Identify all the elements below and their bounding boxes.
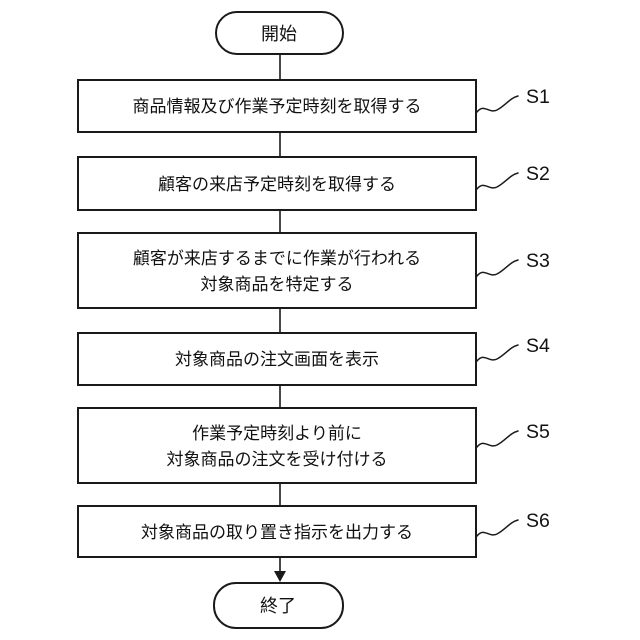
step-box-s5-text-line2: 対象商品の注文を受け付ける <box>167 450 388 469</box>
start-node-label: 開始 <box>261 24 297 44</box>
step-box-s3: 顧客が来店するまでに作業が行われる 対象商品を特定する S3 <box>77 232 550 309</box>
step-box-s2-text: 顧客の来店予定時刻を取得する <box>158 175 396 194</box>
step-box-s5-text-line1: 作業予定時刻より前に <box>192 424 362 443</box>
step-box-s2-shape <box>77 156 477 211</box>
step-s4-leader-squiggle <box>476 344 519 362</box>
step-s5-label: S5 <box>526 421 550 443</box>
step-s2-label: S2 <box>526 163 550 185</box>
end-node-label: 終了 <box>260 596 296 616</box>
step-box-s3-text-line2: 対象商品を特定する <box>201 275 354 294</box>
step-s1-leader-squiggle <box>476 95 519 113</box>
start-node-shape <box>215 11 344 55</box>
step-s6-label: S6 <box>526 510 550 532</box>
step-s6-leader-squiggle <box>476 519 519 537</box>
step-box-s6: 対象商品の取り置き指示を出力する S6 <box>77 505 550 558</box>
step-s3-label: S3 <box>526 250 550 272</box>
step-s5-leader-squiggle <box>476 430 519 448</box>
step-s2-leader-squiggle <box>476 172 519 190</box>
step-box-s3-shape <box>77 232 477 309</box>
step-box-s1-shape <box>77 79 477 133</box>
step-s1-label: S1 <box>526 86 550 108</box>
end-node: 終了 <box>213 582 344 629</box>
step-box-s4: 対象商品の注文画面を表示 S4 <box>77 332 550 386</box>
arrowhead-icon <box>274 571 286 582</box>
step-box-s1: 商品情報及び作業予定時刻を取得する S1 <box>77 79 550 133</box>
step-box-s4-text: 対象商品の注文画面を表示 <box>175 350 379 369</box>
start-node: 開始 <box>215 11 344 55</box>
flow-connectors <box>274 54 286 582</box>
end-node-shape <box>213 582 344 629</box>
step-box-s1-text: 商品情報及び作業予定時刻を取得する <box>133 97 422 116</box>
step-box-s6-text: 対象商品の取り置き指示を出力する <box>141 523 413 542</box>
step-box-s5-shape <box>77 407 477 484</box>
step-box-s4-shape <box>77 332 477 386</box>
step-box-s3-text-line1: 顧客が来店するまでに作業が行われる <box>133 249 421 268</box>
step-box-s5: 作業予定時刻より前に 対象商品の注文を受け付ける S5 <box>77 407 550 484</box>
step-box-s2: 顧客の来店予定時刻を取得する S2 <box>77 156 550 211</box>
step-s3-leader-squiggle <box>476 259 519 277</box>
step-box-s6-shape <box>77 505 477 558</box>
step-s4-label: S4 <box>526 335 550 357</box>
